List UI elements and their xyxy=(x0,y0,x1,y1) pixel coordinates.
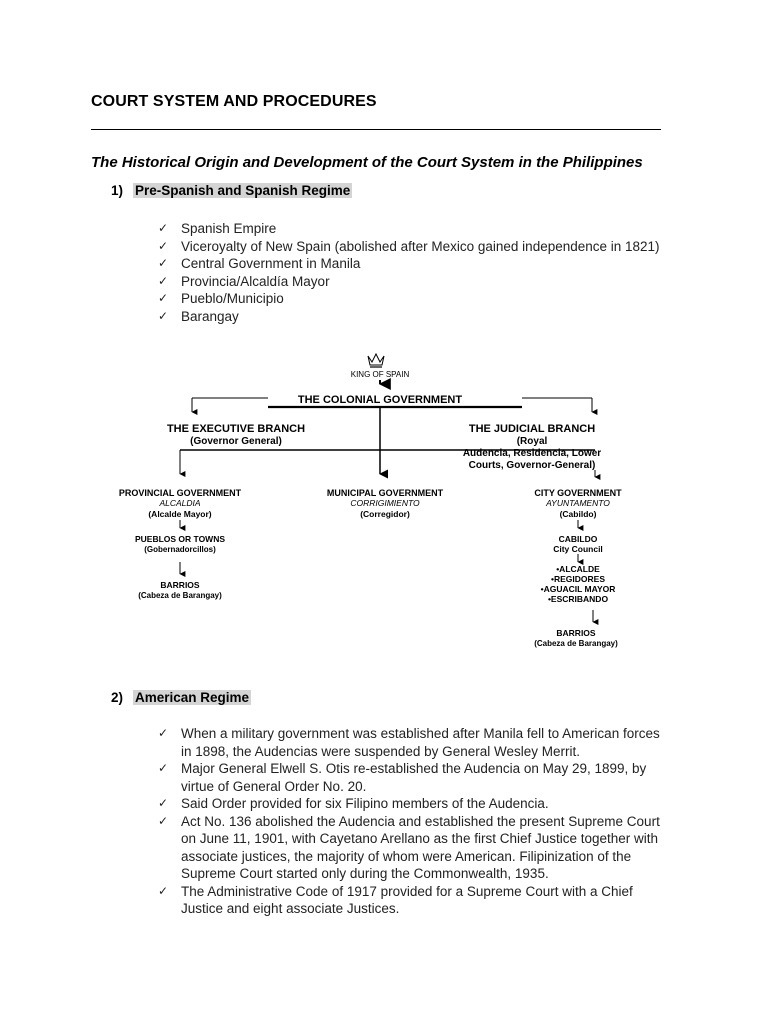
document-subtitle: The Historical Origin and Development of… xyxy=(91,154,643,171)
section-title: Pre-Spanish and Spanish Regime xyxy=(133,183,353,198)
checkmark-icon: ✓ xyxy=(158,221,169,235)
judicial-branch-sub: Courts, Governor-General) xyxy=(469,460,596,471)
section-heading-2: 2) American Regime xyxy=(111,690,252,705)
checkmark-icon: ✓ xyxy=(158,238,169,253)
judicial-branch-sub: Audencia, Residencia, Lower xyxy=(463,448,601,459)
provincial-government-sub: (Alcalde Mayor) xyxy=(148,509,211,519)
section-heading-1: 1) Pre-Spanish and Spanish Regime xyxy=(111,183,353,198)
checkmark-icon: ✓ xyxy=(158,291,169,305)
section-number: 2) xyxy=(111,690,124,705)
checkmark-icon: ✓ xyxy=(158,813,169,828)
official-item: •ESCRIBANDO xyxy=(548,594,609,604)
checkmark-icon: ✓ xyxy=(158,883,169,898)
city-government-title: CITY GOVERNMENT xyxy=(534,488,622,498)
checkmark-icon: ✓ xyxy=(158,273,169,288)
list-item: ✓Major General Elwell S. Otis re-establi… xyxy=(158,761,647,794)
provincial-government-sub: ALCALDIA xyxy=(158,498,200,508)
section-title: American Regime xyxy=(133,690,252,705)
crown-icon xyxy=(367,352,385,368)
list-item: ✓Viceroyalty of New Spain (abolished aft… xyxy=(158,238,660,254)
list-item: ✓Central Government in Manila xyxy=(158,256,361,271)
official-item: •REGIDORES xyxy=(551,574,605,584)
cabildo-sub: City Council xyxy=(553,544,603,554)
municipal-government-sub: (Corregidor) xyxy=(360,509,410,519)
provincial-government-title: PROVINCIAL GOVERNMENT xyxy=(119,488,242,498)
executive-branch-title: THE EXECUTIVE BRANCH xyxy=(167,423,305,435)
checkmark-icon: ✓ xyxy=(158,726,169,740)
checkmark-icon: ✓ xyxy=(158,256,169,270)
colonial-government-label: THE COLONIAL GOVERNMENT xyxy=(298,394,462,406)
barrios-right-sub: (Cabeza de Barangay) xyxy=(534,639,618,648)
pueblos-title: PUEBLOS OR TOWNS xyxy=(135,534,225,544)
official-item: •ALCALDE xyxy=(556,564,600,574)
municipal-government-sub: CORRIGIMIENTO xyxy=(350,498,420,508)
judicial-branch-sub: (Royal xyxy=(517,436,548,447)
pueblos-sub: (Gobernadorcillos) xyxy=(144,545,216,554)
executive-branch-sub: (Governor General) xyxy=(190,436,282,447)
list-item: ✓Provincia/Alcaldía Mayor xyxy=(158,273,330,289)
city-government-sub: (Cabildo) xyxy=(560,509,597,519)
list-item: ✓The Administrative Code of 1917 provide… xyxy=(158,883,633,917)
king-label: KING OF SPAIN xyxy=(351,370,410,379)
list-item: ✓Said Order provided for six Filipino me… xyxy=(158,796,549,811)
list-item: ✓Spanish Empire xyxy=(158,221,277,236)
title-divider xyxy=(91,129,661,130)
list-item: ✓When a military government was establis… xyxy=(158,726,660,759)
official-item: •AGUACIL MAYOR xyxy=(541,584,616,594)
city-government-sub: AYUNTAMENTO xyxy=(545,498,610,508)
barrios-left-sub: (Cabeza de Barangay) xyxy=(138,591,222,600)
checkmark-icon: ✓ xyxy=(158,308,169,323)
judicial-branch-title: THE JUDICIAL BRANCH xyxy=(469,423,595,435)
colonial-government-org-chart: KING OF SPAIN THE COLONIAL GOVERNMENT TH… xyxy=(119,352,622,648)
checkmark-icon: ✓ xyxy=(158,761,169,775)
document-title: COURT SYSTEM AND PROCEDURES xyxy=(91,93,377,110)
spanish-regime-list: ✓Spanish Empire ✓Viceroyalty of New Spai… xyxy=(158,220,660,325)
list-item: ✓Barangay xyxy=(158,308,239,324)
list-item: ✓Act No. 136 abolished the Audencia and … xyxy=(158,813,660,882)
list-item: ✓Pueblo/Municipio xyxy=(158,291,284,306)
barrios-left-title: BARRIOS xyxy=(160,580,200,590)
section-number: 1) xyxy=(111,183,124,198)
cabildo-title: CABILDO xyxy=(559,534,598,544)
checkmark-icon: ✓ xyxy=(158,796,169,810)
american-regime-list: ✓When a military government was establis… xyxy=(158,725,678,918)
municipal-government-title: MUNICIPAL GOVERNMENT xyxy=(327,488,444,498)
barrios-right-title: BARRIOS xyxy=(556,628,596,638)
